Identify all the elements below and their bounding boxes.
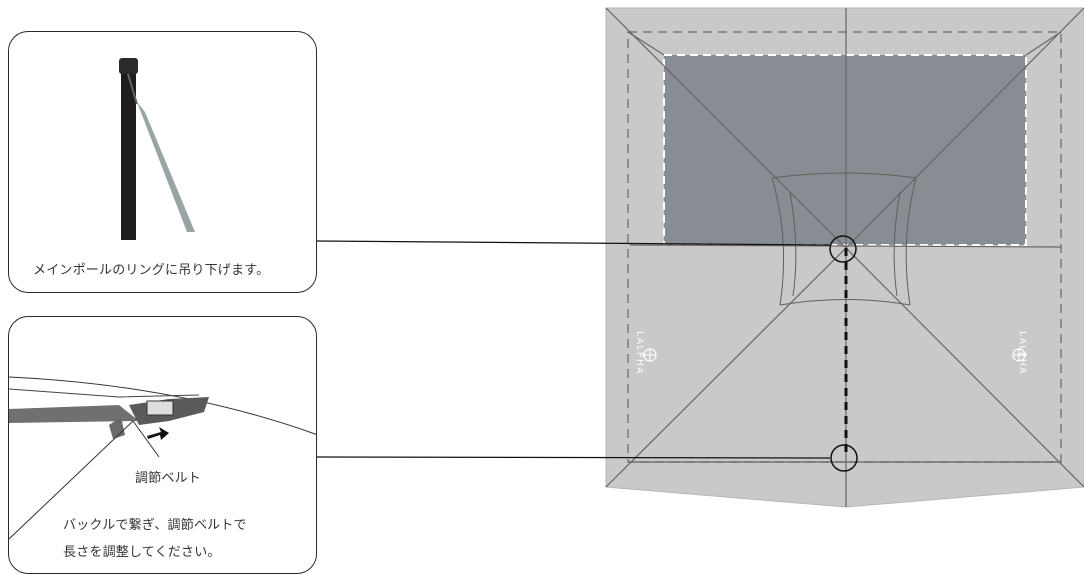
brand-text-left: LALPHA	[633, 331, 644, 375]
leader-line-top	[316, 240, 832, 246]
tent-window-panel	[664, 55, 1026, 245]
tent-diagonals	[605, 7, 1084, 507]
ring-caption: メインポールのリングに吊り下げます。	[33, 263, 270, 278]
adjust-belt-label: 調節ベルト	[135, 471, 202, 486]
brand-text-right: LALPHA	[1016, 331, 1027, 375]
buckle-instruction-line1: バックルで繋ぎ、調節ベルトで	[63, 518, 247, 533]
lalpha-logo-icon-left	[643, 348, 657, 362]
pole-ring-illustration	[119, 58, 195, 240]
window-dashed-outline	[663, 54, 1027, 246]
ring-marker-top	[829, 235, 857, 263]
buckle-instruction-line2: 長さを調整してください。	[63, 545, 221, 560]
callout-panel-buckle: 調節ベルト バックルで繋ぎ、調節ベルトで 長さを調整してください。	[8, 316, 317, 574]
buckle-illustration	[9, 376, 316, 540]
leader-line-bottom	[316, 456, 831, 459]
ring-marker-bottom	[830, 444, 858, 472]
roof-inner-shape	[771, 172, 917, 306]
lalpha-logo-icon-right	[1012, 348, 1026, 362]
callout-panel-ring: メインポールのリングに吊り下げます。	[8, 31, 317, 293]
